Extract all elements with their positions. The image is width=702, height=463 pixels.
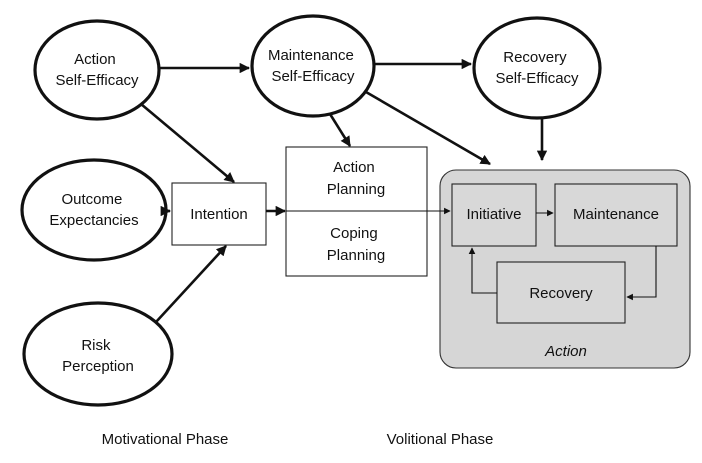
arrow-recovery-to-initiative bbox=[468, 247, 497, 294]
initiative-label: Initiative bbox=[466, 206, 521, 223]
maintenance-self-efficacy-label: Maintenance Self-Efficacy bbox=[268, 47, 358, 85]
risk-perception-label: Risk Perception bbox=[62, 337, 134, 375]
arrow-maintenance-se-to-action bbox=[365, 90, 491, 166]
volitional-phase-label: Volitional Phase bbox=[387, 431, 494, 448]
outcome-expectancies-label: Outcome Expectancies bbox=[49, 191, 138, 229]
initiative-box bbox=[451, 183, 537, 247]
intention-box bbox=[171, 182, 267, 246]
recovery-self-efficacy-ellipse bbox=[472, 16, 602, 120]
recovery-self-efficacy-label: Recovery Self-Efficacy bbox=[495, 49, 579, 87]
arrow-maintenance-se-to-planning bbox=[328, 113, 352, 147]
action-self-efficacy-label: Action Self-Efficacy bbox=[55, 51, 139, 89]
maintenance-self-efficacy-ellipse bbox=[250, 14, 376, 118]
risk-perception-ellipse bbox=[22, 301, 174, 407]
action-region-label: Action bbox=[544, 343, 587, 360]
outcome-expectancies-ellipse bbox=[20, 158, 168, 262]
action-self-efficacy-ellipse bbox=[33, 19, 161, 121]
intention-label: Intention bbox=[190, 206, 248, 223]
arrow-risk-to-intention bbox=[155, 245, 227, 323]
maintenance-label: Maintenance bbox=[573, 206, 659, 223]
arrow-action-se-to-intention bbox=[140, 103, 235, 183]
maintenance-box bbox=[554, 183, 678, 247]
recovery-label: Recovery bbox=[529, 285, 593, 302]
recovery-box bbox=[496, 261, 626, 324]
coping-planning-label: Coping Planning bbox=[327, 225, 385, 264]
action-planning-label: Action Planning bbox=[327, 159, 385, 198]
arrow-maintenance-to-recovery bbox=[626, 246, 657, 301]
motivational-phase-label: Motivational Phase bbox=[102, 431, 229, 448]
